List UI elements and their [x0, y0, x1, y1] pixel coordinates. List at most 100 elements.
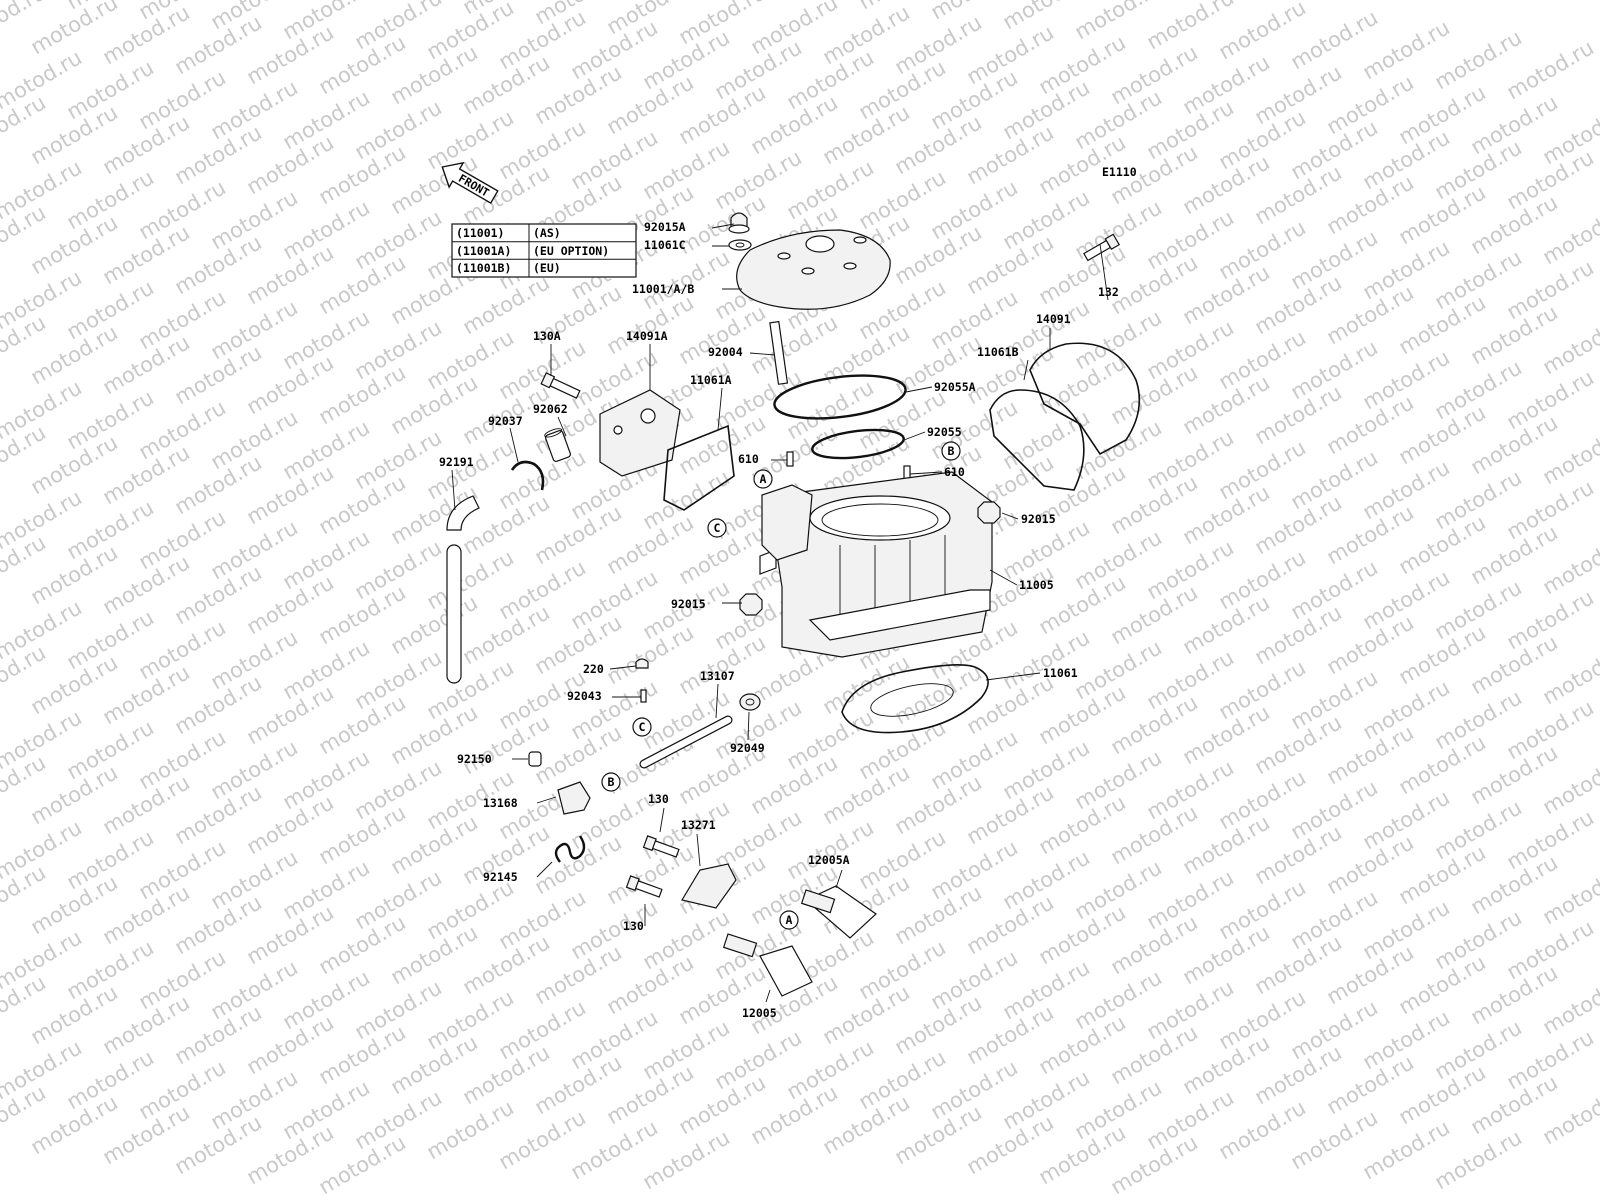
table-row-1-region: (AS) — [533, 226, 561, 240]
table-row-3-part: (11001B) — [456, 261, 511, 275]
callout-130: 130 — [648, 792, 669, 806]
reference-marker-label: B — [608, 775, 615, 789]
leader-line — [985, 672, 1041, 681]
leader-lines — [451, 223, 1109, 1003]
reference-marker-circle — [707, 518, 727, 538]
reference-marker-label: C — [714, 521, 721, 535]
leader-line — [609, 665, 637, 670]
reference-marker-label: C — [639, 720, 646, 734]
reference-marker-circle — [779, 910, 799, 930]
o-ring-small-part — [811, 428, 905, 460]
callout-13168: 13168 — [483, 796, 518, 810]
leader-line — [659, 807, 665, 833]
table-row-2-part: (11001A) — [456, 244, 511, 258]
table-row-1-part: (11001) — [456, 226, 504, 240]
reference-marker-circle — [632, 717, 652, 737]
callout-130A: 130A — [533, 329, 561, 343]
leader-line — [749, 352, 776, 356]
base-gasket-part — [841, 664, 989, 734]
callout-11061: 11061 — [1043, 666, 1078, 680]
leader-line — [747, 711, 750, 741]
leader-line — [1099, 243, 1109, 301]
callout-92015A: 92015A — [644, 220, 686, 234]
leader-line — [451, 469, 456, 511]
model-table: (11001) (AS) (11001A) (EU OPTION) (11001… — [451, 223, 637, 278]
callout-92049: 92049 — [730, 741, 765, 755]
gasket-part — [989, 389, 1085, 491]
leader-line — [989, 569, 1018, 586]
nut-part — [977, 501, 1001, 524]
callout-92062: 92062 — [533, 402, 568, 416]
nut-part — [739, 593, 763, 616]
leader-line — [909, 471, 943, 475]
callout-11005: 11005 — [1019, 578, 1054, 592]
callout-11001-a-b: 11001/A/B — [632, 282, 694, 296]
leader-line — [765, 989, 771, 1003]
callout-11061A: 11061A — [690, 373, 732, 387]
callout-13271: 13271 — [681, 818, 716, 832]
bolt-part — [625, 875, 663, 898]
leader-line — [696, 833, 701, 867]
bolt-part — [540, 372, 581, 399]
gasket-cover-part — [1029, 342, 1141, 456]
callout-610: 610 — [944, 465, 965, 479]
callout-92015: 92015 — [671, 597, 706, 611]
valve-part — [800, 885, 877, 939]
oil-seal-part — [739, 693, 761, 711]
leader-line — [905, 386, 933, 393]
fitting-part — [544, 428, 572, 462]
callout-92145: 92145 — [483, 870, 518, 884]
dowel-pin-part — [786, 451, 794, 467]
reference-marker-circle — [753, 469, 773, 489]
lever-part — [557, 781, 591, 815]
callout-92043: 92043 — [567, 689, 602, 703]
washer-part — [728, 239, 752, 251]
callout-11061C: 11061C — [644, 238, 686, 252]
callout-12005: 12005 — [742, 1006, 777, 1020]
o-ring-large-part — [773, 374, 907, 420]
cylinder-part — [759, 471, 993, 658]
callout-130: 130 — [623, 919, 644, 933]
leader-line — [835, 869, 843, 889]
spring-part — [554, 835, 586, 863]
hose-part — [446, 495, 480, 684]
callout-13107: 13107 — [700, 669, 735, 683]
callout-14091A: 14091A — [626, 329, 668, 343]
cylinder-head-part — [736, 229, 891, 310]
callout-92191: 92191 — [439, 455, 474, 469]
leader-line — [1001, 512, 1019, 520]
callout-92055A: 92055A — [934, 380, 976, 394]
reference-marker-circle — [601, 772, 621, 792]
table-row-3-region: (EU) — [533, 261, 561, 275]
leader-line — [715, 683, 719, 719]
leader-line — [711, 223, 735, 229]
cap-nut-part — [728, 212, 750, 234]
leader-line — [717, 387, 723, 431]
shaft-part — [639, 715, 733, 769]
leader-line — [536, 861, 553, 878]
valve-part — [722, 933, 813, 997]
reference-marker-circle — [941, 441, 961, 461]
callout-92055: 92055 — [927, 425, 962, 439]
callout-610: 610 — [738, 452, 759, 466]
bolt-part — [1083, 233, 1121, 262]
callout-132: 132 — [1098, 285, 1119, 299]
leader-line — [903, 431, 926, 441]
callout-92004: 92004 — [708, 345, 743, 359]
callout-14091: 14091 — [1036, 312, 1071, 326]
bolt-part — [642, 835, 680, 858]
leader-line — [536, 796, 557, 804]
leader-line — [509, 427, 519, 463]
table-row-2-region: (EU OPTION) — [533, 244, 609, 258]
callout-labels: 92015A 11061C 11001/A/B 92004 130A 14091… — [439, 220, 1119, 1020]
reference-marker-label: A — [786, 913, 793, 927]
callout-220: 220 — [583, 662, 604, 676]
screw-part — [635, 658, 649, 669]
callout-12005A: 12005A — [808, 853, 850, 867]
reference-marker-label: B — [948, 444, 955, 458]
callout-92150: 92150 — [457, 752, 492, 766]
callout-92037: 92037 — [488, 414, 523, 428]
callout-11061B: 11061B — [977, 345, 1019, 359]
